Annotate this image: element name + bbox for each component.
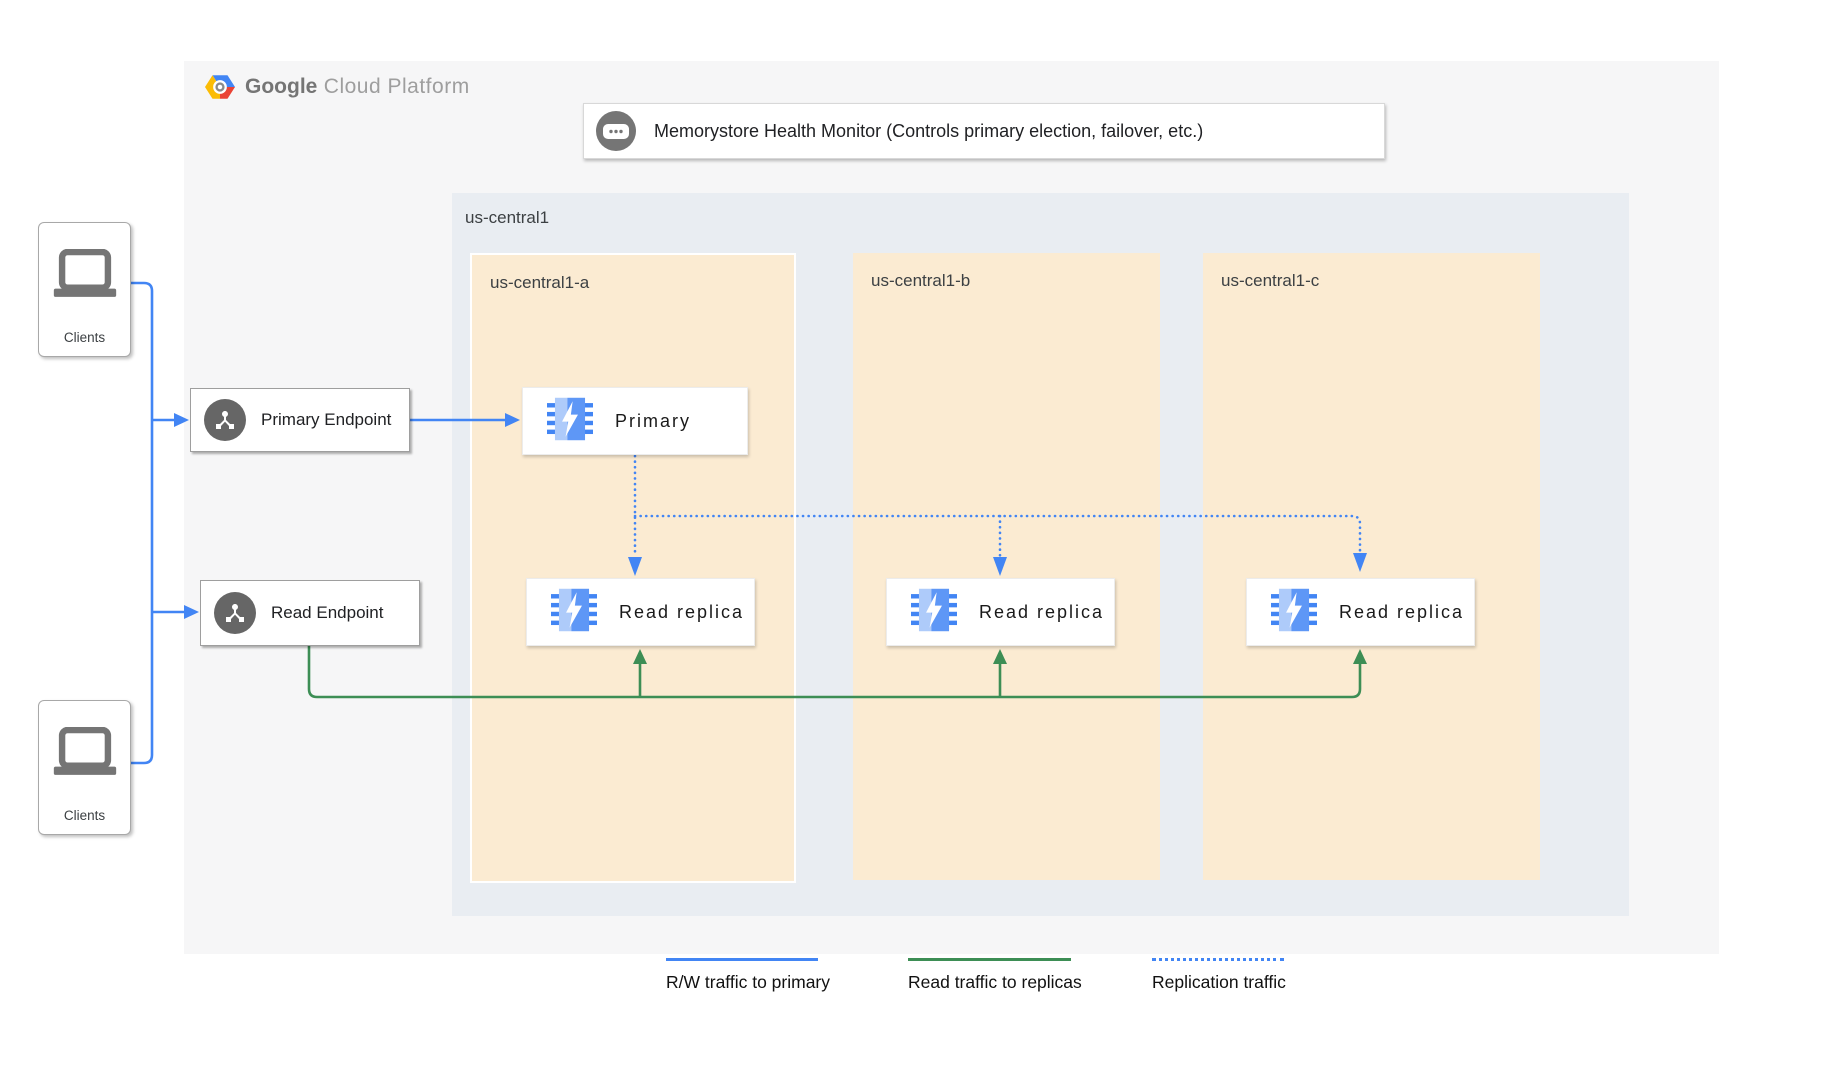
read-replica-box-c: Read replica bbox=[1246, 578, 1475, 646]
clients-box-top: Clients bbox=[38, 222, 131, 357]
legend-item-replication-traffic: Replication traffic bbox=[1152, 958, 1286, 993]
zone-us-central1-a: us-central1-a bbox=[470, 253, 796, 883]
read-replica-label: Read replica bbox=[979, 601, 1105, 622]
region-label: us-central1 bbox=[465, 208, 550, 227]
zone-us-central1-b: us-central1-b bbox=[853, 253, 1160, 880]
clients-label: Clients bbox=[63, 330, 106, 345]
legend-line-dotted-blue bbox=[1152, 958, 1284, 961]
zone-b-label: us-central1-b bbox=[871, 271, 971, 290]
legend-line-solid-green bbox=[908, 958, 1071, 961]
brand-google: Google bbox=[245, 75, 318, 98]
zone-a-label: us-central1-a bbox=[490, 273, 590, 292]
read-replica-box-a: Read replica bbox=[526, 578, 755, 646]
read-replica-label: Read replica bbox=[1339, 601, 1465, 622]
memorystore-icon bbox=[551, 588, 597, 637]
memorystore-icon bbox=[547, 397, 593, 446]
gcp-logo-lockup: Google Cloud Platform bbox=[205, 74, 470, 100]
gcp-hexagon-logo-icon bbox=[205, 74, 235, 100]
legend-label: R/W traffic to primary bbox=[666, 972, 831, 992]
primary-endpoint-label: Primary Endpoint bbox=[261, 410, 392, 429]
network-hub-icon bbox=[214, 592, 256, 634]
memorystore-icon bbox=[1271, 588, 1317, 637]
legend-item-rw-traffic: R/W traffic to primary bbox=[666, 958, 830, 993]
read-replica-label: Read replica bbox=[619, 601, 745, 622]
zone-c-label: us-central1-c bbox=[1221, 271, 1320, 290]
laptop-icon bbox=[52, 248, 118, 304]
region-us-central1: us-central1 us-central1-a us-central1-b … bbox=[452, 193, 1629, 916]
legend-line-solid-blue bbox=[666, 958, 818, 961]
legend-label: Read traffic to replicas bbox=[908, 972, 1082, 992]
health-monitor-box: Memorystore Health Monitor (Controls pri… bbox=[583, 103, 1385, 159]
read-replica-box-b: Read replica bbox=[886, 578, 1115, 646]
primary-node-label: Primary bbox=[615, 410, 691, 431]
clients-box-bottom: Clients bbox=[38, 700, 131, 835]
legend-item-read-traffic: Read traffic to replicas bbox=[908, 958, 1082, 993]
read-endpoint-label: Read Endpoint bbox=[271, 603, 384, 622]
laptop-icon bbox=[52, 726, 118, 782]
console-dots-icon bbox=[596, 111, 636, 151]
legend-label: Replication traffic bbox=[1152, 972, 1286, 992]
memorystore-icon bbox=[911, 588, 957, 637]
clients-label: Clients bbox=[63, 808, 106, 823]
read-endpoint-box: Read Endpoint bbox=[200, 580, 420, 646]
primary-endpoint-box: Primary Endpoint bbox=[190, 388, 410, 452]
client-trunk-line bbox=[130, 281, 154, 765]
network-hub-icon bbox=[204, 399, 246, 441]
brand-cloud-platform: Cloud Platform bbox=[323, 75, 470, 98]
primary-node-box: Primary bbox=[522, 387, 748, 455]
health-monitor-label: Memorystore Health Monitor (Controls pri… bbox=[654, 120, 1204, 141]
zone-us-central1-c: us-central1-c bbox=[1203, 253, 1540, 880]
